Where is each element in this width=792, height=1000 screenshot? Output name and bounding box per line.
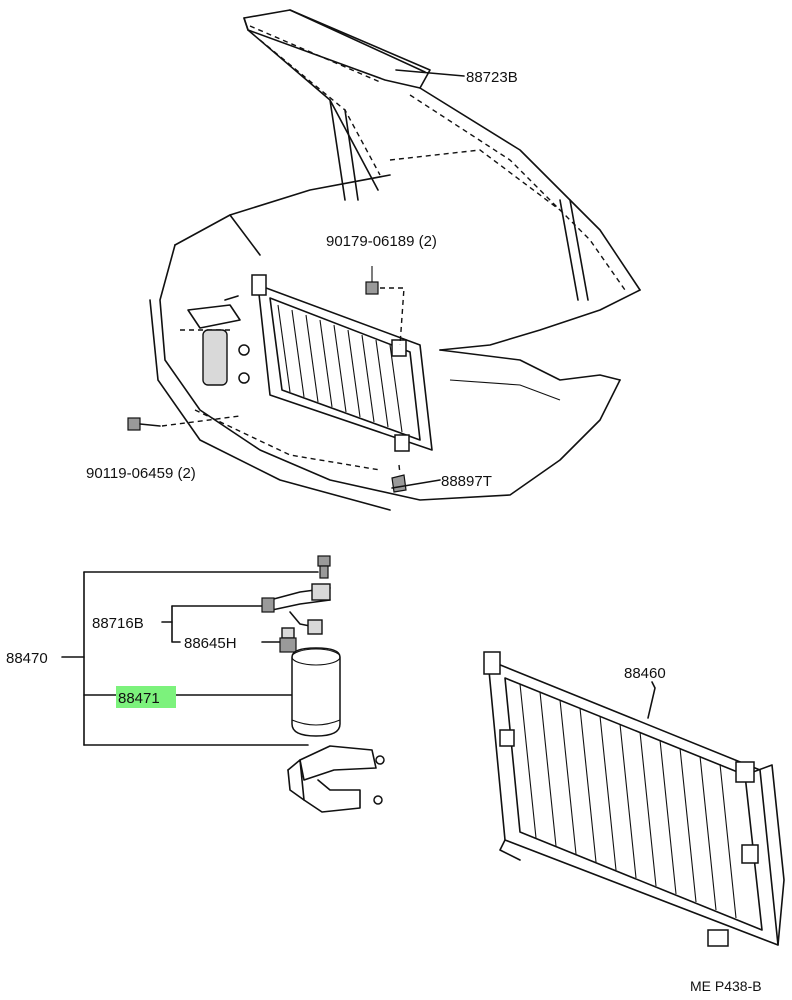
car-body-illustration [149,9,641,511]
label-cushion: 88897T [441,473,492,490]
page-code: ME P438-B [690,978,762,994]
small-bolt-icon [317,555,331,579]
pressure-switch-icon [279,627,297,653]
label-receiver-dryer: 88471 [118,690,160,707]
highlight-marker [116,686,176,708]
label-hood-part: 88723B [466,69,518,86]
label-bracket-tube: 88716B [92,615,144,632]
mounting-bracket-icon [287,745,385,813]
upper-bolt-icon [365,266,379,295]
receiver-dryer-icon [291,647,341,737]
tube-fitting-icon [261,583,331,635]
label-pressure-switch: 88645H [184,635,237,652]
label-receiver-assembly: 88470 [6,650,48,667]
installed-condenser-illustration [251,274,433,452]
label-lower-bolt: 90119-06459 (2) [86,465,196,482]
label-upper-bolt: 90179-06189 (2) [326,233,437,250]
lower-bolt-icon [127,415,241,431]
label-condenser: 88460 [624,665,666,682]
installed-receiver-illustration [187,295,250,386]
condenser-illustration [483,651,785,947]
